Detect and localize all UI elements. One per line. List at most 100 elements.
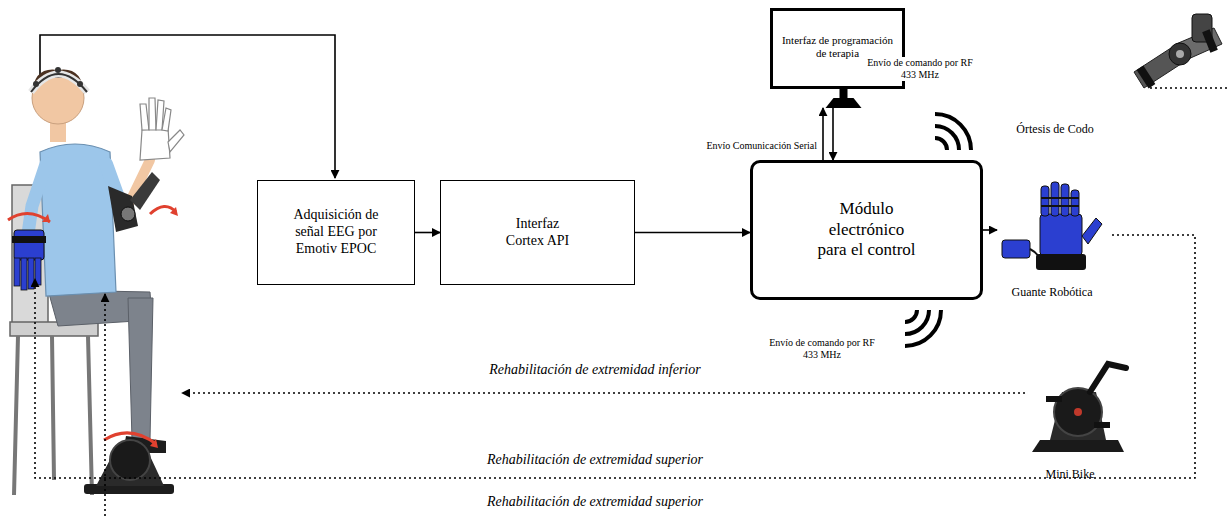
orthosis-feedback-line: [1150, 87, 1228, 89]
device-node: Órtesis de Codo: [1005, 12, 1170, 137]
node-label: Módulo electrónico para el control: [815, 199, 919, 260]
text-wrap: Interfaz Cortex API: [498, 216, 578, 250]
patient-figure-part: [140, 104, 149, 130]
control-module-box: Módulo electrónico para el control: [750, 160, 983, 300]
robotic-glove-picture-part: [1071, 190, 1079, 216]
elbow-orthosis-picture-part: [1134, 46, 1184, 88]
node-label: Interfaz Cortex API: [498, 216, 578, 250]
rf-waves-top: [935, 114, 971, 150]
robotic-glove-picture-part: [1002, 240, 1030, 258]
patient-figure-part: [128, 298, 153, 440]
text-wrap: Órtesis de Codo: [1016, 122, 1093, 137]
robotic-glove-picture-part: [1036, 254, 1086, 270]
bike-feedback-line: [182, 392, 1025, 394]
text-wrap: Adquisición de señal EEG por Emotiv EPOC: [281, 207, 391, 257]
node-label: Mini Bike: [1045, 467, 1094, 482]
elbow-orthosis-picture-part: [1169, 43, 1191, 65]
process-box: Adquisición de señal EEG por Emotiv EPOC: [257, 180, 415, 285]
mini-bike-picture-part: [1090, 364, 1126, 392]
connector-arrow: [415, 232, 440, 234]
patient-mini-bike: [84, 433, 174, 494]
patient-figure-part: [31, 74, 87, 92]
robotic-glove-picture-part: [1040, 214, 1082, 256]
patient-figure-part: [140, 128, 170, 160]
patient-figure-part: [28, 258, 34, 289]
patient-figure-part: [168, 130, 184, 152]
rf-waves-top-part: [935, 126, 959, 150]
node-label: Órtesis de Codo: [1016, 122, 1093, 137]
connector-arrow: [832, 108, 834, 160]
monitor-stand: [826, 98, 862, 108]
patient-glove: [12, 230, 46, 290]
upper-limb-feedback-line: [104, 294, 106, 516]
pathway-label: Rehabilitación de extremidad superior: [487, 494, 703, 511]
patient-figure-part: [35, 258, 41, 285]
patient-figure-part: [14, 336, 92, 495]
patient-figure-part: [110, 440, 150, 480]
monitor-neck: [840, 88, 848, 98]
rf-waves-bottom-part: [905, 310, 929, 334]
patient-figure-part: [28, 164, 46, 234]
device-node: Guante Robótica: [997, 180, 1110, 300]
patient-figure-part: [33, 81, 39, 87]
edge-label: Envío Comunicación Serial: [706, 140, 817, 152]
patient-figure-part: [121, 207, 135, 221]
signal-label: Envío de comando por RF 433 MHz: [864, 57, 976, 81]
signal-label: Envío de comando por RF 433 MHz: [766, 337, 878, 361]
patient-figure-part: [31, 74, 87, 92]
elbow-orthosis-picture: [1134, 14, 1222, 88]
connector-arrow: [635, 232, 750, 234]
node-label: Interfaz de programación de terapia: [778, 34, 897, 59]
patient-figure-part: [108, 186, 138, 232]
patient-figure-part: [149, 98, 156, 130]
mini-bike-picture-part: [1032, 440, 1124, 452]
mini-bike-picture-part: [1054, 388, 1102, 436]
elbow-orthosis-picture-part: [1137, 66, 1156, 89]
rf-waves-bottom-part: [905, 310, 917, 322]
patient-figure-part: [77, 81, 83, 87]
robotic-glove-picture-part: [1041, 198, 1079, 206]
patient-figure-part: [150, 439, 158, 448]
device-node: Mini Bike: [1020, 352, 1130, 482]
patient-figure-part: [170, 207, 178, 216]
patient-figure-part: [130, 172, 160, 210]
robotic-glove-picture-part: [1082, 218, 1102, 244]
process-box: Interfaz Cortex API: [440, 180, 635, 285]
elbow-orthosis-picture-part: [1202, 29, 1218, 52]
patient-figure-part: [12, 236, 46, 243]
rf-waves-top-part: [935, 138, 947, 150]
patient-figure-part: [162, 108, 171, 131]
elbow-orthosis-picture-part: [1176, 50, 1184, 58]
robotic-glove-picture-part: [1061, 184, 1069, 216]
patient-figure-part: [8, 213, 50, 222]
pathway-label: Rehabilitación de extremidad superior: [487, 452, 703, 469]
robotic-glove-picture: [1002, 182, 1102, 270]
patient-figure: [8, 67, 184, 495]
node-label: Guante Robótica: [1012, 285, 1093, 300]
rf-waves-bottom-part: [905, 310, 941, 346]
patient-figure-part: [21, 258, 27, 290]
mini-bike-picture-part: [1046, 396, 1062, 402]
robotic-glove-picture-part: [1041, 186, 1049, 216]
patient-figure-part: [14, 258, 20, 286]
mini-bike-picture-part: [1074, 408, 1082, 416]
node-label: Adquisición de señal EEG por Emotiv EPOC: [281, 207, 391, 257]
patient-figure-part: [42, 214, 50, 222]
text-wrap: Mini Bike: [1045, 467, 1094, 482]
raised-hand: [140, 98, 184, 160]
patient-elbow-orthosis: [108, 172, 160, 232]
text-wrap: Guante Robótica: [1012, 285, 1093, 300]
rf-waves-bottom: [905, 310, 941, 346]
mini-bike-picture-part: [1094, 422, 1110, 428]
patient-figure-part: [55, 67, 61, 73]
connector-arrow: [822, 108, 824, 160]
mini-bike-picture: [1032, 364, 1126, 452]
rf-waves-top-part: [935, 114, 971, 150]
patient-figure-part: [14, 230, 44, 260]
pathway-label: Rehabilitación de extremidad inferior: [489, 362, 700, 379]
text-wrap: Módulo electrónico para el control: [815, 199, 919, 260]
patient-figure-part: [104, 433, 156, 444]
connector-arrow: [983, 229, 997, 231]
